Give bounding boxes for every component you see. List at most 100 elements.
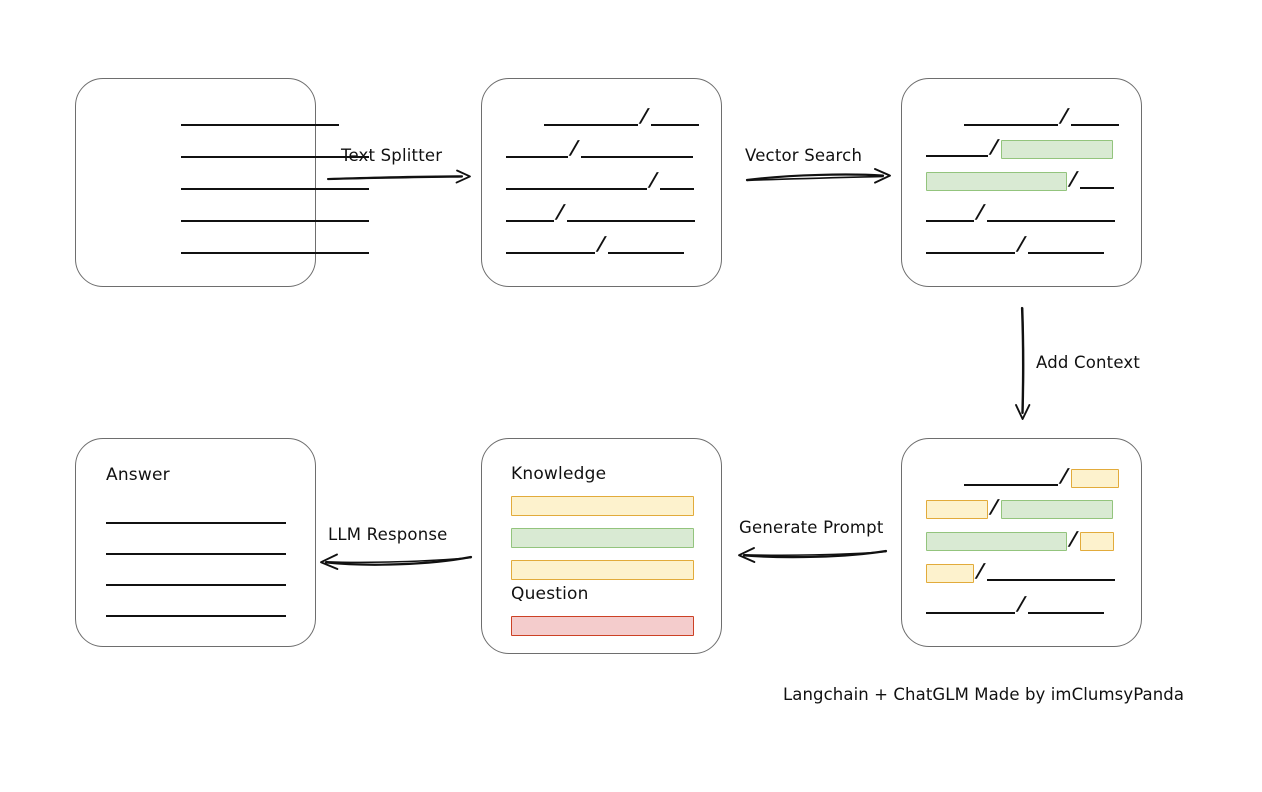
text-line-segment [181, 188, 369, 190]
text-line-segment [580, 156, 693, 158]
arrow-label-add-context: Add Context [1036, 353, 1141, 372]
chunk-row-4: / [926, 201, 1115, 225]
text-line-segment [964, 484, 1058, 486]
chunk-row-2: / [926, 496, 1113, 520]
document-line-4 [181, 203, 369, 225]
text-line-segment [926, 252, 1015, 254]
text-line-segment [1079, 187, 1114, 189]
matched-chunk-green[interactable] [926, 532, 1067, 551]
chunk-row-4: / [926, 560, 1115, 584]
slash-separator: / [976, 201, 985, 223]
document-line-1 [181, 107, 339, 129]
text-line-segment [181, 156, 369, 158]
text-line-segment [506, 156, 568, 158]
vector-search-arrow [745, 168, 891, 184]
text-line-segment [106, 584, 286, 586]
chunk-row-3: / [506, 169, 694, 193]
knowledge-bar-yellow-2[interactable] [511, 560, 694, 580]
document-line-2 [181, 139, 369, 161]
slash-separator: / [1069, 168, 1078, 190]
slash-separator: / [1017, 593, 1026, 615]
text-line-segment [650, 124, 699, 126]
matched-chunk-green[interactable] [1000, 140, 1113, 159]
text-line-segment [566, 220, 695, 222]
text-line-segment [926, 155, 988, 157]
text-line-segment [659, 188, 694, 190]
answer-line-4 [106, 598, 286, 620]
source-document-rows [76, 79, 369, 286]
text-line-segment [1070, 124, 1119, 126]
chunk-row-2: / [926, 136, 1113, 160]
chunk-row-5: / [926, 233, 1104, 257]
answer-line-2 [106, 536, 286, 558]
text-line-segment [1027, 612, 1104, 614]
text-line-segment [506, 252, 595, 254]
slash-separator: / [556, 201, 565, 223]
slash-separator: / [990, 136, 999, 158]
chunk-row-1: / [964, 105, 1119, 129]
slash-separator: / [990, 496, 999, 518]
vector-matched-chunks-box[interactable]: / / / / / [901, 78, 1142, 287]
answer-label: Answer [106, 465, 170, 485]
context-added-chunks-box[interactable]: / / / / / [901, 438, 1142, 647]
document-line-5 [181, 235, 369, 257]
split-chunks-rows: / / / / / [482, 79, 721, 286]
context-added-rows: / / / / / [902, 439, 1141, 646]
slash-separator: / [649, 169, 658, 191]
arrow-label-generate-prompt: Generate Prompt [739, 518, 884, 537]
source-document-box[interactable] [75, 78, 369, 287]
text-line-segment [1027, 252, 1104, 254]
slash-separator: / [1060, 105, 1069, 127]
matched-chunk-green[interactable] [1000, 500, 1113, 519]
context-chunk-yellow[interactable] [926, 564, 974, 583]
generate-prompt-arrow [738, 547, 888, 563]
slash-separator: / [570, 137, 579, 159]
slash-separator: / [597, 233, 606, 255]
footer-credit: Langchain + ChatGLM Made by imClumsyPand… [783, 685, 1185, 704]
arrow-label-vector-search: Vector Search [745, 146, 863, 165]
knowledge-bar-green-1[interactable] [511, 528, 694, 548]
text-line-segment [544, 124, 638, 126]
text-line-segment [926, 612, 1015, 614]
question-bar-red[interactable] [511, 616, 694, 636]
text-line-segment [106, 522, 286, 524]
text-line-segment [106, 615, 286, 617]
text-line-segment [926, 220, 974, 222]
add-context-arrow [1015, 306, 1031, 420]
chunk-row-1: / [544, 105, 699, 129]
vector-matched-rows: / / / / / [902, 79, 1141, 286]
slash-separator: / [976, 560, 985, 582]
context-chunk-yellow[interactable] [926, 500, 988, 519]
answer-line-3 [106, 567, 286, 589]
chunk-row-3: / [926, 528, 1114, 552]
arrow-label-text-splitter: Text Splitter [341, 146, 443, 165]
split-chunks-box[interactable]: / / / / / [481, 78, 722, 287]
chunk-row-2: / [506, 137, 693, 161]
question-label: Question [511, 584, 589, 604]
prompt-box[interactable]: Knowledge Question [481, 438, 722, 654]
context-chunk-yellow[interactable] [1079, 532, 1114, 551]
text-line-segment [964, 124, 1058, 126]
slash-separator: / [640, 105, 649, 127]
knowledge-bar-yellow-1[interactable] [511, 496, 694, 516]
chunk-row-3: / [926, 168, 1114, 192]
text-line-segment [181, 220, 369, 222]
answer-rows [76, 439, 315, 646]
arrow-label-llm-response: LLM Response [328, 525, 448, 544]
knowledge-label: Knowledge [511, 464, 607, 484]
answer-line-1 [106, 505, 286, 527]
slash-separator: / [1060, 465, 1069, 487]
context-chunk-yellow[interactable] [1070, 469, 1119, 488]
chunk-row-5: / [506, 233, 684, 257]
matched-chunk-green[interactable] [926, 172, 1067, 191]
text-line-segment [106, 553, 286, 555]
llm-response-arrow [320, 553, 473, 570]
answer-box[interactable]: Answer [75, 438, 316, 647]
text-line-segment [986, 579, 1115, 581]
text-splitter-arrow [326, 169, 471, 184]
slash-separator: / [1069, 528, 1078, 550]
document-line-3 [181, 171, 369, 193]
text-line-segment [181, 124, 339, 126]
text-line-segment [506, 188, 647, 190]
